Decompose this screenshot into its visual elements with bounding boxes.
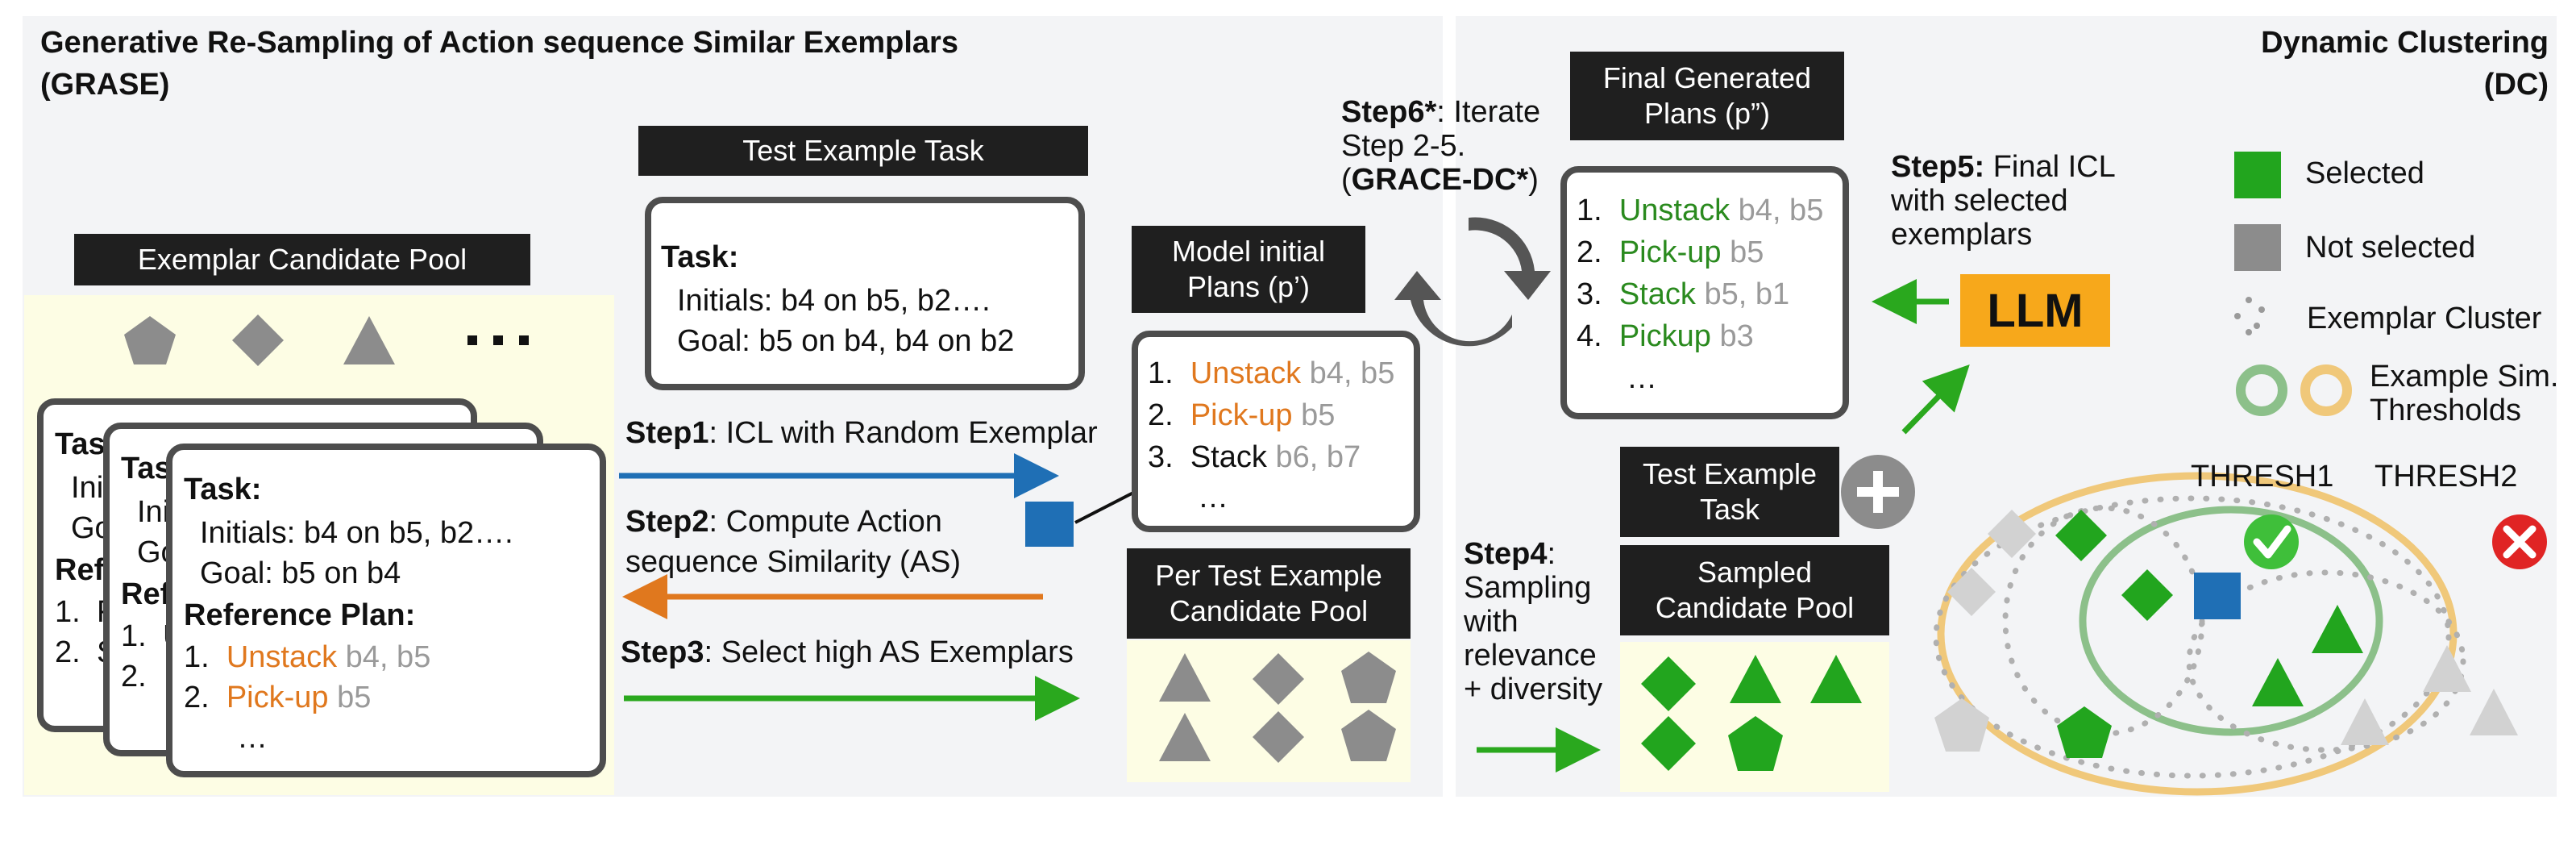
initial-plan-more: … [1198,481,1228,514]
llm-box: LLM [1960,274,2110,347]
front-goal: Goal: b5 on b4 [200,556,401,590]
plan-connector [1074,490,1136,524]
pool-pentagon [124,316,176,364]
step6-line3: (GRACE-DC*) [1341,163,1539,197]
per-test-shapes [1159,652,1396,763]
exemplar-card-front: Task: Initials: b4 on b5, b2…. Goal: b5 … [166,444,606,777]
step4-line3: with [1464,605,1519,639]
test-task-label: Test Example Task [638,126,1088,176]
llm-arrow [1901,364,1970,435]
test-task-task-label: Task: [661,240,739,274]
pool-triangle [343,316,395,364]
inner-cluster-2 [2186,569,2466,753]
exemplar-pool-label: Exemplar Candidate Pool [74,234,530,285]
legend-not-selected: Not selected [2305,231,2476,264]
thresh1-label: THRESH1 [2191,460,2334,494]
test-task-card: Task: Initials: b4 on b5, b2…. Goal: b5 … [645,197,1085,390]
final-plan-3: 3. Stack b5, b1 [1577,277,1790,311]
final-plan-more: … [1627,361,1657,395]
inner-cluster-1 [2002,505,2205,737]
thresh2-cross-icon [2492,514,2547,569]
legend-selected-swatch [2234,152,2281,198]
test-task-initials: Initials: b4 on b5, b2…. [677,284,991,318]
grase-subtitle: (GRASE) [40,68,170,102]
final-plans-card: 1. Unstack b4, b5 2. Pick-up b5 3. Stack… [1560,166,1849,419]
plus-icon [1841,455,1915,529]
thresh2-ellipse [1937,472,2458,796]
outer-cluster [1933,495,2452,779]
step2-text: Step2: Compute Action [625,505,942,539]
step5-line3: exemplars [1891,218,2033,252]
front-task-label: Task: [184,473,262,506]
thresh1-check-icon [2244,514,2299,569]
pool-ellipsis-dots [467,335,529,345]
front-step2: 2. Pick-up b5 [184,681,372,714]
legend-selected: Selected [2305,156,2424,190]
step5-text: Step5: Final ICL [1891,150,2116,184]
final-plan-2: 2. Pick-up b5 [1577,235,1764,269]
cluster-selected-shapes [2055,510,2363,758]
initial-plan-3: 3. Stack b6, b7 [1148,440,1361,474]
step6-text: Step6*: Iterate [1341,95,1541,129]
legend-not-selected-swatch [2234,224,2281,271]
step3-text: Step3: Select high AS Exemplars [621,635,1074,669]
grase-title: Generative Re-Sampling of Action sequenc… [40,26,958,60]
final-plan-1: 1. Unstack b4, b5 [1577,194,1824,227]
step5-line2: with selected [1891,184,2068,218]
test-task-goal: Goal: b5 on b4, b4 on b2 [677,324,1015,358]
step2-text-line2: sequence Similarity (AS) [625,545,962,579]
thresh1-ellipse [2079,506,2383,736]
step4-line5: + diversity [1464,673,1603,706]
initial-plan-2: 2. Pick-up b5 [1148,398,1336,432]
cluster-test-square [2194,573,2241,619]
step4-line4: relevance [1464,639,1597,673]
thresh2-label: THRESH2 [2374,460,2518,494]
legend-thresh2-ring [2300,364,2352,416]
front-ref-label: Reference Plan: [184,598,416,632]
legend-thresh-line1: Example Sim. [2370,360,2559,394]
legend-thresh-line2: Thresholds [2370,394,2521,427]
pool-diamond [232,314,284,366]
front-more: … [237,721,268,755]
plan-embedding-square [1025,502,1074,547]
step4-line2: Sampling [1464,571,1592,605]
initial-plan-1: 1. Unstack b4, b5 [1148,356,1395,390]
dc-subtitle: (DC) [2483,68,2549,102]
iterate-cycle-icon [1394,217,1551,347]
sampled-shapes [1641,655,1862,771]
step4-text: Step4: [1464,537,1556,571]
final-plan-4: 4. Pickup b3 [1577,319,1754,353]
legend-cluster: Exemplar Cluster [2307,302,2542,335]
legend-thresh1-ring [2236,364,2287,416]
dc-title: Dynamic Clustering [2261,26,2549,60]
step1-text: Step1: ICL with Random Exemplar [625,416,1098,450]
cluster-light-shapes [1934,510,2518,752]
initial-plans-card: 1. Unstack b4, b5 2. Pick-up b5 3. Stack… [1132,331,1420,532]
step6-line2: Step 2-5. [1341,129,1466,163]
front-initials: Initials: b4 on b5, b2…. [200,516,513,550]
front-step1: 1. Unstack b4, b5 [184,640,431,674]
legend-cluster-dots [2234,297,2265,335]
